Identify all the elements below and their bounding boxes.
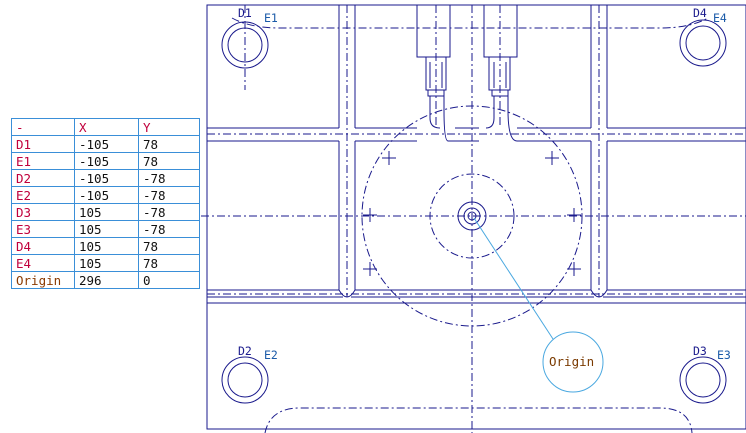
label-e1: E1 [264,11,278,25]
cell-x: -105 [74,152,139,170]
origin-callout-bubble [542,331,604,393]
cell-y: 78 [138,152,200,170]
label-d2: D2 [238,344,252,358]
label-d1: D1 [238,6,252,20]
label-e3: E3 [717,348,731,362]
bolt-circle-large [361,105,583,327]
cell-y: -78 [138,186,200,204]
table-row: D3 105 -78 [11,203,200,221]
cell-name: D2 [11,169,75,187]
origin-callout-label: Origin [549,354,594,369]
cell-x: -105 [74,169,139,187]
cell-y: 78 [138,254,200,272]
cell-name: D3 [11,203,75,221]
table-row: E4 105 78 [11,254,200,272]
hole-d4-outer [679,19,727,67]
label-e2: E2 [264,348,278,362]
cell-x: 105 [74,254,139,272]
cell-name: E1 [11,152,75,170]
table-row: E2 -105 -78 [11,186,200,204]
plus-markers [363,151,581,276]
cell-x: 105 [74,220,139,238]
cell-y: 78 [138,237,200,255]
bolt-circle-medium [429,173,515,259]
origin-leader [473,217,554,340]
cell-name: D4 [11,237,75,255]
bottom-arc [264,407,693,433]
hole-d3-outer [679,356,727,404]
hole-d2-outer [221,356,269,404]
label-d3: D3 [693,344,707,358]
channel-outline-left [338,5,356,290]
cell-x: -105 [74,186,139,204]
channel-corners [338,289,608,298]
label-d4: D4 [693,6,707,20]
table-row: Origin 296 0 [11,271,200,289]
cell-y: 0 [138,271,200,289]
column-header-x: X [74,118,139,136]
table-header-row: - X Y [11,118,200,136]
hole-d4-inner [685,25,721,61]
table-row: D2 -105 -78 [11,169,200,187]
cell-name: E2 [11,186,75,204]
column-header-y: Y [138,118,200,136]
cell-name: D1 [11,135,75,153]
cell-x: -105 [74,135,139,153]
cell-y: -78 [138,169,200,187]
table-row: D4 105 78 [11,237,200,255]
cell-x: 105 [74,237,139,255]
coordinate-table: - X Y D1 -105 78 E1 -105 78 D2 -105 -78 … [11,118,200,289]
table-row: D1 -105 78 [11,135,200,153]
connector-details [429,62,507,88]
table-row: E3 105 -78 [11,220,200,238]
cell-y: -78 [138,220,200,238]
cell-x: 105 [74,203,139,221]
hole-d3-inner [685,362,721,398]
column-header-name: - [11,118,75,136]
cell-x: 296 [74,271,139,289]
label-e4: E4 [713,11,727,25]
plate-outline [206,4,746,430]
cell-y: 78 [138,135,200,153]
cell-y: -78 [138,203,200,221]
table-row: E1 -105 78 [11,152,200,170]
hole-d2-inner [227,362,263,398]
top-arc [231,17,709,29]
cell-name: E3 [11,220,75,238]
cell-name: E4 [11,254,75,272]
cell-name: Origin [11,271,75,289]
connector-left [416,5,451,142]
